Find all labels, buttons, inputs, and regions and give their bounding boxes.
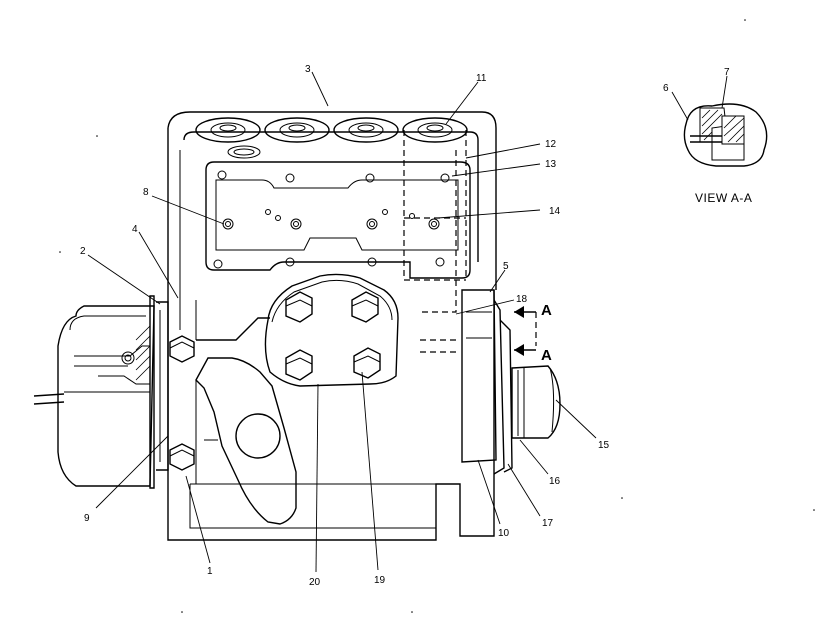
block-step-edge <box>196 317 270 341</box>
cylinder-bore-2 <box>264 117 330 143</box>
callout-3: 3 <box>305 64 311 75</box>
callout-19: 19 <box>374 575 386 586</box>
leader-lines <box>87 71 728 573</box>
front-plate <box>264 273 399 387</box>
section-marker-lower: A <box>541 347 552 364</box>
oil-hole <box>227 145 261 159</box>
callout-18: 18 <box>516 294 528 305</box>
side-cover-gasket <box>205 161 471 279</box>
engine-block-outline <box>167 111 497 541</box>
callout-labels: 1 2 3 4 5 6 7 8 9 10 11 12 13 14 15 16 1… <box>80 64 730 588</box>
callout-11: 11 <box>476 73 487 84</box>
plate-bolt <box>353 347 381 379</box>
callout-20: 20 <box>309 577 321 588</box>
callout-16: 16 <box>549 476 561 487</box>
callout-13: 13 <box>545 159 557 170</box>
callout-7: 7 <box>724 67 730 78</box>
section-view-title: VIEW A-A <box>695 191 752 205</box>
mounting-bracket <box>195 357 297 525</box>
cylinder-bore-4 <box>402 117 468 143</box>
callout-8: 8 <box>143 187 149 198</box>
callout-5: 5 <box>503 261 509 272</box>
section-marker-upper: A <box>541 302 552 319</box>
hex-bolt <box>169 335 195 363</box>
cylinder-bore-1 <box>195 117 261 143</box>
callout-14: 14 <box>549 206 561 217</box>
callout-2: 2 <box>80 246 86 257</box>
crankshaft-pulley <box>511 365 561 439</box>
callout-6: 6 <box>663 83 669 94</box>
cylinder-bore-3 <box>333 117 399 143</box>
cylinder-bores <box>195 117 468 159</box>
callout-1: 1 <box>207 566 213 577</box>
cover-bolt <box>222 218 234 230</box>
callout-15: 15 <box>598 440 610 451</box>
bracket-boss <box>235 413 281 459</box>
timing-housing <box>420 289 513 475</box>
cylinder-liner-hidden <box>403 130 467 313</box>
callout-10: 10 <box>498 528 510 539</box>
callout-17: 17 <box>542 518 554 529</box>
section-view-detail <box>683 103 768 167</box>
callout-4: 4 <box>132 224 138 235</box>
plate-bolt <box>351 291 379 323</box>
plate-bolt <box>285 291 313 323</box>
callout-9: 9 <box>84 513 90 524</box>
fuel-pump-housing <box>33 295 169 489</box>
section-arrows <box>514 306 537 356</box>
scan-speck <box>59 19 815 613</box>
hex-bolt <box>169 443 195 471</box>
plate-bolt <box>285 349 313 381</box>
callout-12: 12 <box>545 139 557 150</box>
